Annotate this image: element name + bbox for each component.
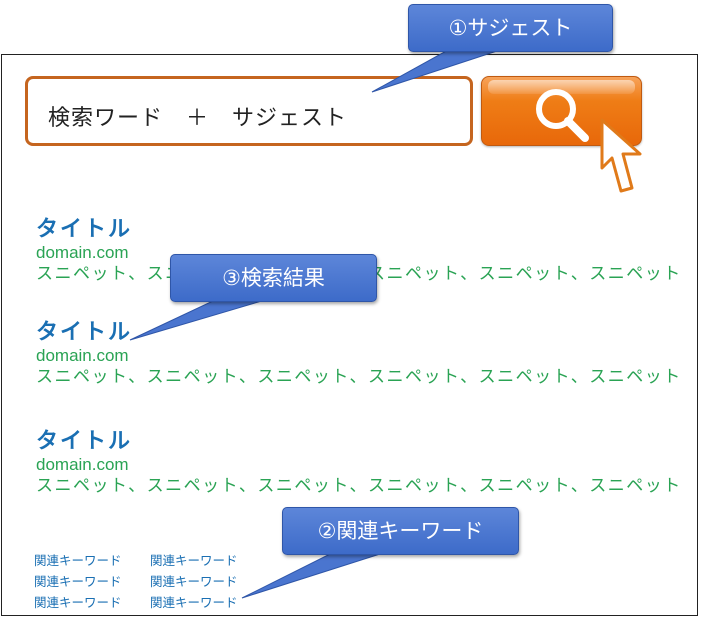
result-title[interactable]: タイトル — [36, 320, 133, 345]
search-query-text: 検索ワード ＋ サジェスト — [48, 106, 348, 131]
related-keyword-link[interactable]: 関連キーワード — [150, 574, 238, 589]
related-keywords: 関連キーワード関連キーワード 関連キーワード関連キーワード 関連キーワード関連キ… — [34, 550, 266, 613]
search-input[interactable]: 検索ワード ＋ サジェスト — [25, 76, 473, 146]
callout-tail-suggest — [371, 49, 501, 93]
result-title[interactable]: タイトル — [36, 429, 133, 454]
related-row: 関連キーワード 関連キーワード — [34, 592, 266, 613]
related-keyword-link[interactable]: 関連キーワード — [150, 553, 238, 568]
result-title[interactable]: タイトル — [36, 217, 133, 242]
result-snippet: スニペット、スニペット、スニペット、スニペット、スニペット、スニペット — [36, 476, 682, 496]
magnifier-icon — [536, 89, 589, 142]
callout-results: ③検索結果 — [170, 254, 377, 302]
search-button[interactable] — [481, 76, 642, 146]
related-keyword-link[interactable]: 関連キーワード — [34, 574, 122, 589]
callout-tail-results — [129, 299, 266, 341]
result-domain: domain.com — [36, 455, 129, 474]
result-domain: domain.com — [36, 346, 129, 365]
result-snippet: スニペット、スニペット、スニペット、スニペット、スニペット、スニペット — [36, 367, 682, 387]
search-result: タイトル domain.com スニペット、スニペット、スニペット、スニペット、… — [36, 429, 682, 497]
callout-suggest: ①サジェスト — [408, 4, 613, 52]
cursor-arrow-icon — [600, 118, 642, 193]
related-row: 関連キーワード 関連キーワード — [34, 550, 266, 571]
related-keyword-link[interactable]: 関連キーワード — [150, 595, 238, 610]
result-domain: domain.com — [36, 243, 129, 262]
related-row: 関連キーワード 関連キーワード — [34, 571, 266, 592]
related-keyword-link[interactable]: 関連キーワード — [34, 553, 122, 568]
callout-tail-related — [241, 553, 381, 599]
related-keyword-link[interactable]: 関連キーワード — [34, 595, 122, 610]
button-highlight — [488, 80, 635, 94]
callout-related: ②関連キーワード — [282, 507, 519, 555]
search-result: タイトル domain.com スニペット、スニペット、スニペット、スニペット、… — [36, 320, 682, 388]
